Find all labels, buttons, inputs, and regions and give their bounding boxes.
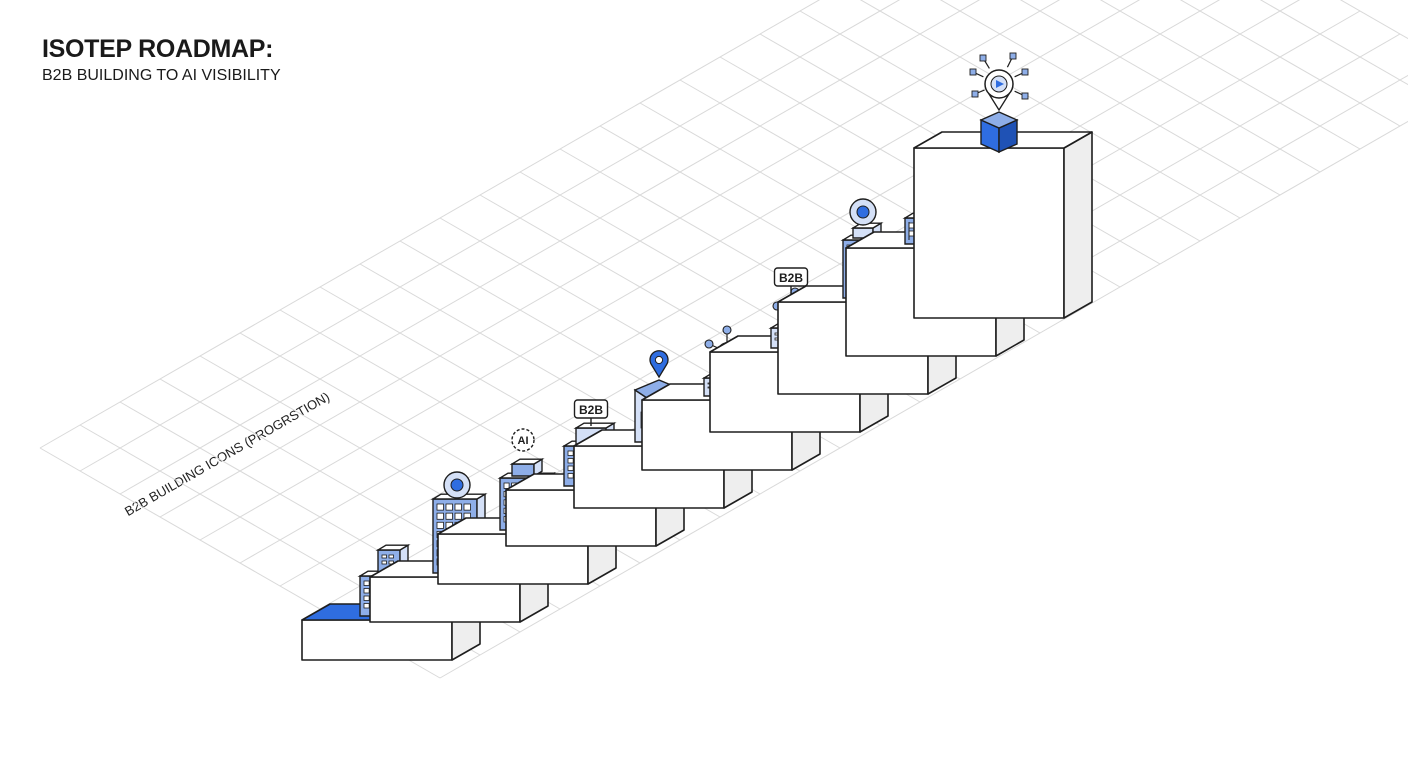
building-window <box>503 482 510 489</box>
building-window <box>436 521 444 529</box>
dial-node <box>979 54 987 62</box>
step-side-face <box>1063 131 1093 319</box>
location-pin <box>649 350 669 379</box>
visibility-cube <box>979 111 1019 154</box>
grid-line <box>119 0 981 495</box>
grid-line <box>239 0 1221 564</box>
grid-line <box>1259 0 1408 86</box>
grid-line <box>439 120 1408 679</box>
grid-line <box>1179 0 1401 127</box>
building-window <box>363 588 370 594</box>
eye-pupil <box>450 478 464 492</box>
roadmap-steps: AIB2BB2BAI <box>301 52 1093 661</box>
dial-node <box>969 68 977 76</box>
visibility-dial <box>969 52 1029 112</box>
building-window <box>363 580 370 586</box>
dial-node <box>971 90 979 98</box>
grid-line <box>159 0 1061 518</box>
building-roof <box>509 458 545 465</box>
visibility-eye <box>849 198 877 226</box>
cube-top <box>979 111 1019 129</box>
step-front-face <box>301 619 453 661</box>
grid-line <box>79 0 901 472</box>
dial-play <box>996 80 1004 88</box>
grid-line <box>39 0 821 449</box>
eye-pupil <box>856 205 870 219</box>
isometric-grid <box>39 0 1408 679</box>
building-window <box>463 503 471 511</box>
building-eye <box>443 471 471 499</box>
building-window <box>567 465 574 471</box>
building-window <box>363 595 370 601</box>
building-roof <box>375 544 411 551</box>
node-dot <box>704 339 714 349</box>
building-window <box>567 450 574 456</box>
building-window <box>445 503 453 511</box>
building-window <box>381 560 387 565</box>
page-title: ISOTEP ROADMAP: <box>42 35 274 63</box>
building-window <box>381 554 387 559</box>
building-window <box>388 554 394 559</box>
dial-node <box>1009 52 1017 60</box>
building-roof <box>573 422 617 429</box>
building-window <box>567 473 574 479</box>
building-window <box>567 458 574 464</box>
building-window <box>445 512 453 520</box>
page-subtitle: B2B BUILDING TO AI VISIBILITY <box>42 67 281 84</box>
building-window <box>436 503 444 511</box>
building-front <box>511 463 535 477</box>
dial-node <box>1021 92 1029 100</box>
ai-visibility-cube-icon <box>969 52 1029 154</box>
grid-line <box>199 0 1141 541</box>
b2b-badge: B2B <box>773 267 809 294</box>
badge-label: B2B <box>779 271 803 285</box>
building-window <box>436 512 444 520</box>
node-dot <box>722 325 732 335</box>
building-window <box>454 512 462 520</box>
building-window <box>454 503 462 511</box>
roadmap-step <box>913 52 1093 319</box>
badge-label: B2B <box>579 403 603 417</box>
dial-node <box>1021 68 1029 76</box>
building-window <box>363 603 370 609</box>
building-roof-unit <box>509 457 545 478</box>
ai-badge-ring <box>511 428 535 452</box>
ai-badge-label: AI <box>518 435 529 447</box>
step-front-face <box>913 147 1065 319</box>
b2b-badge: B2B <box>573 399 609 426</box>
pin-dot <box>654 355 664 365</box>
